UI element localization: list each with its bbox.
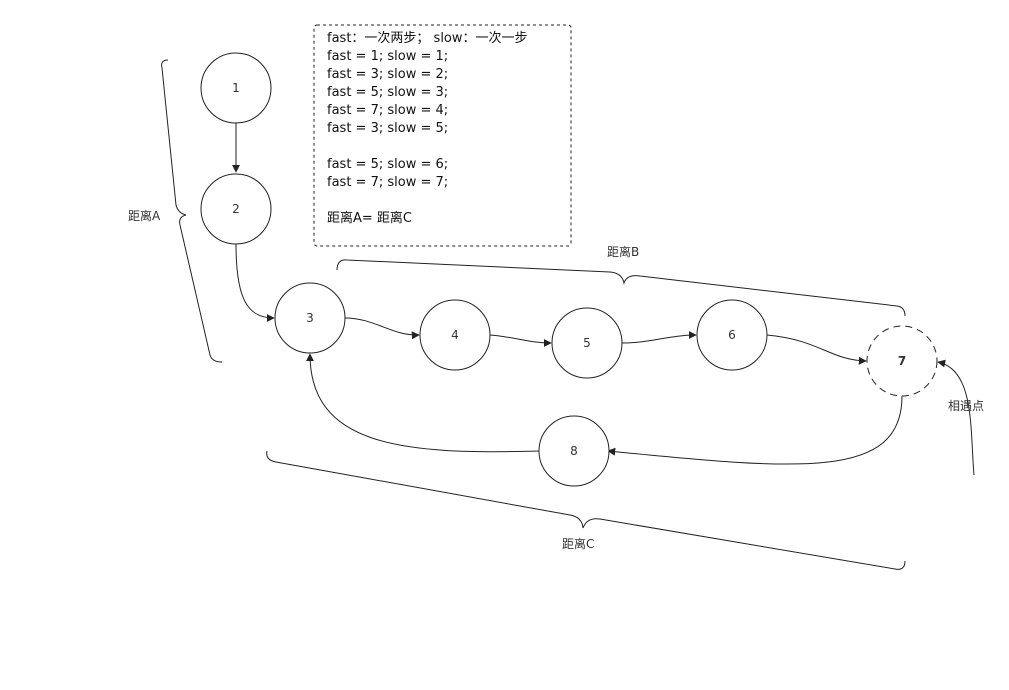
brace-label-a: 距离A xyxy=(128,208,161,223)
edge-8-3 xyxy=(306,353,540,453)
node-8-label: 8 xyxy=(570,444,578,458)
node-1-circle xyxy=(200,52,272,124)
edge-3-4 xyxy=(344,317,420,340)
node-6-circle xyxy=(696,299,768,371)
brace-label-b: 距离B xyxy=(607,244,639,259)
node-4-label: 4 xyxy=(451,328,459,342)
brace-distance-a xyxy=(161,59,223,363)
edge-2-3 xyxy=(235,243,275,322)
brace-distance-c xyxy=(266,450,906,570)
brace-label-c: 距离C xyxy=(562,536,594,551)
note-line: fast = 5; slow = 6; xyxy=(327,157,448,172)
edge-4-5 xyxy=(489,334,552,347)
note-line: fast：一次两步； slow：一次一步 xyxy=(327,30,528,46)
node-3-label: 3 xyxy=(306,311,314,325)
node-8-circle xyxy=(538,415,610,487)
node-5-circle xyxy=(551,307,623,379)
node-5-label: 5 xyxy=(583,336,591,350)
brace-distance-b xyxy=(336,259,906,317)
meeting-point-label: 相遇点 xyxy=(948,399,984,413)
note-line: fast = 3; slow = 5; xyxy=(327,121,448,136)
note-text: fast：一次两步； slow：一次一步 fast = 1; slow = 1; f… xyxy=(327,30,528,226)
node-2-label: 2 xyxy=(232,202,240,216)
note-line: fast = 1; slow = 1; xyxy=(327,49,448,64)
node-6-label: 6 xyxy=(728,328,736,342)
node-4-circle xyxy=(419,299,491,371)
edge-7-8 xyxy=(607,395,903,465)
node-2-circle xyxy=(200,173,272,245)
note-line: fast = 5; slow = 3; xyxy=(327,85,448,100)
note-box xyxy=(313,24,572,247)
meeting-point-arrow xyxy=(937,359,975,476)
note-line: fast = 3; slow = 2; xyxy=(327,67,448,82)
node-1-label: 1 xyxy=(232,81,240,95)
edge-6-7 xyxy=(766,334,867,365)
node-7-circle xyxy=(866,325,938,397)
edge-5-6 xyxy=(621,331,697,344)
note-line: fast = 7; slow = 4; xyxy=(327,103,448,118)
node-7-label: 7 xyxy=(898,354,906,368)
nodes-layer: 1 2 3 4 5 6 7 8 xyxy=(200,52,938,487)
note-line: 距离A= 距离C xyxy=(327,210,412,226)
note-line: fast = 7; slow = 7; xyxy=(327,175,448,190)
node-3-circle xyxy=(274,282,346,354)
